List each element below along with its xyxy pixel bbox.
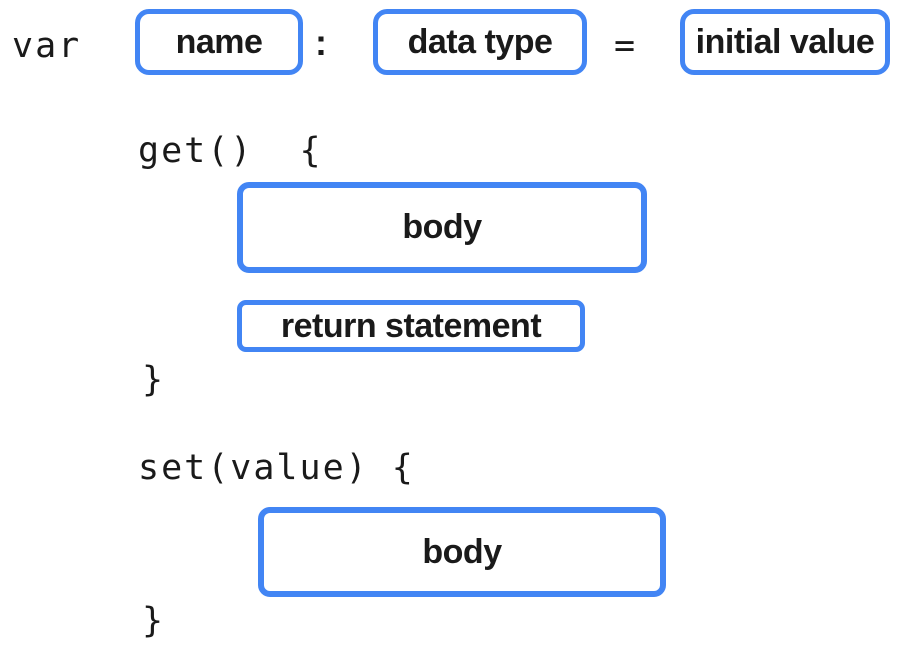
setter-close-brace: } (142, 601, 166, 641)
var-keyword: var (12, 26, 82, 66)
setter-body-placeholder-box: body (258, 507, 666, 597)
initial-value-placeholder-box: initial value (680, 9, 890, 75)
name-placeholder-box: name (135, 9, 303, 75)
getter-body-placeholder-box: body (237, 182, 647, 273)
return-statement-placeholder-box: return statement (237, 300, 585, 352)
return-statement-placeholder-label: return statement (280, 306, 542, 345)
initial-value-placeholder-label: initial value (695, 22, 875, 61)
data-type-placeholder-label: data type (407, 22, 553, 61)
setter-open-code: set(value) { (138, 448, 415, 488)
data-type-placeholder-box: data type (373, 9, 587, 75)
getter-close-brace: } (142, 360, 166, 400)
getter-open-code: get() { (138, 131, 323, 171)
setter-body-placeholder-label: body (422, 532, 502, 571)
colon-separator: : (315, 22, 327, 63)
name-placeholder-label: name (175, 22, 263, 61)
getter-body-placeholder-label: body (402, 208, 482, 246)
equals-sign: = (614, 26, 638, 66)
